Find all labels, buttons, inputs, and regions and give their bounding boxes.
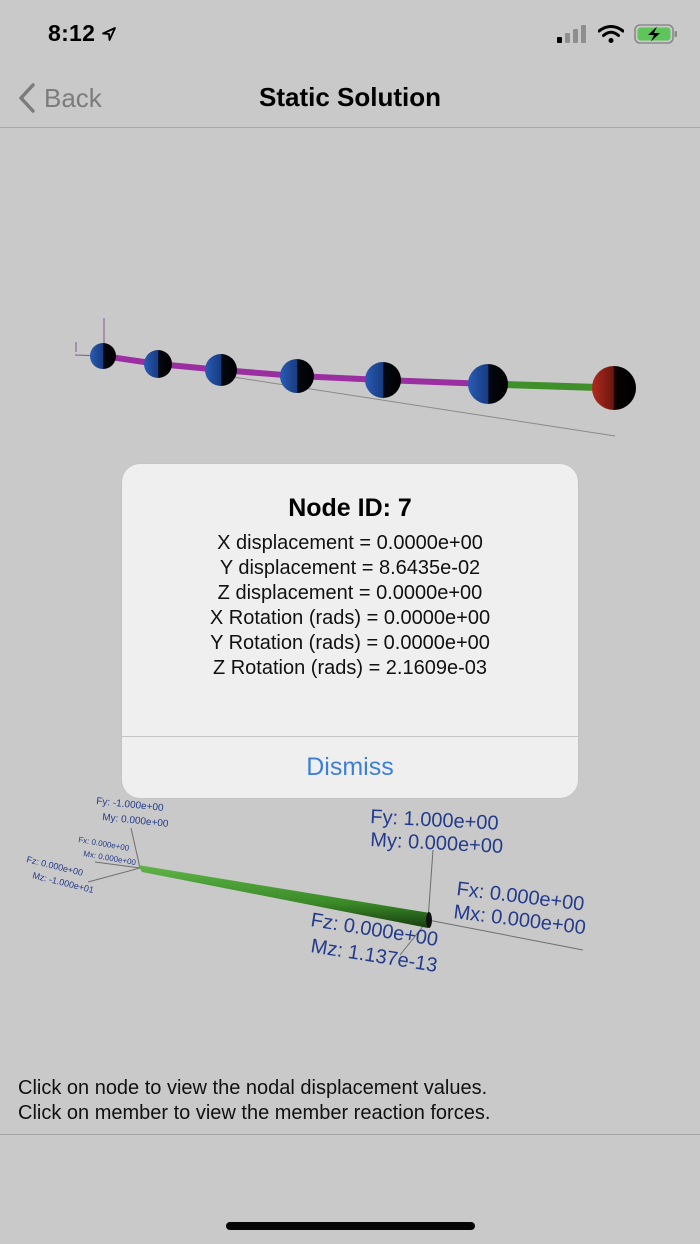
hint-node: Click on node to view the nodal displace… — [18, 1077, 488, 1099]
x-rotation: X Rotation (rads) = 0.0000e+00 — [209, 607, 491, 629]
status-icons — [556, 24, 678, 44]
svg-text:Mz: -1.000e+01: Mz: -1.000e+01 — [32, 870, 95, 895]
svg-text:My: 0.000e+00: My: 0.000e+00 — [102, 812, 170, 830]
back-button[interactable]: Back — [18, 78, 102, 118]
status-time: 8:12 — [48, 20, 117, 47]
x-displacement: X displacement = 0.0000e+00 — [217, 532, 483, 554]
structure-scene: Fy: -1.000e+00 My: 0.000e+00 Fx: 0.000e+… — [26, 318, 636, 977]
svg-text:Fy: -1.000e+00: Fy: -1.000e+00 — [96, 796, 165, 814]
dismiss-button[interactable]: Dismiss — [306, 753, 394, 781]
status-bar: 8:12 — [0, 0, 700, 68]
navigation-bar: Back Static Solution — [0, 68, 700, 128]
y-displacement: Y displacement = 8.6435e-02 — [219, 557, 481, 579]
clock: 8:12 — [48, 20, 96, 46]
chevron-left-icon — [19, 83, 35, 113]
y-rotation: Y Rotation (rads) = 0.0000e+00 — [210, 632, 490, 654]
cellular-signal-icon — [557, 25, 586, 43]
nodes[interactable] — [90, 343, 636, 410]
instructions: Click on node to view the nodal displace… — [18, 1076, 490, 1126]
battery-charging-icon — [634, 24, 677, 44]
svg-text:Mx: 0.000e+00: Mx: 0.000e+00 — [83, 849, 137, 867]
page-title: Static Solution — [259, 82, 441, 112]
back-label: Back — [44, 82, 102, 113]
hint-member: Click on member to view the member react… — [18, 1102, 491, 1124]
model-3d-viewport[interactable]: Fy: -1.000e+00 My: 0.000e+00 Fx: 0.000e+… — [0, 129, 700, 1135]
alert-divider — [122, 736, 578, 737]
home-indicator[interactable] — [226, 1222, 475, 1230]
z-displacement: Z displacement = 0.0000e+00 — [217, 582, 483, 604]
bottom-divider — [0, 1134, 700, 1135]
alert-title: Node ID: 7 — [288, 494, 412, 522]
z-rotation: Z Rotation (rads) = 2.1609e-03 — [212, 657, 488, 679]
node-info-alert: Node ID: 7 X displacement = 0.0000e+00 Y… — [122, 464, 578, 798]
alert-message: X displacement = 0.0000e+00 Y displaceme… — [122, 531, 578, 681]
member-force-diagram: Fy: -1.000e+00 My: 0.000e+00 Fx: 0.000e+… — [26, 796, 587, 977]
location-arrow-icon — [102, 26, 117, 41]
wifi-icon — [598, 25, 624, 43]
